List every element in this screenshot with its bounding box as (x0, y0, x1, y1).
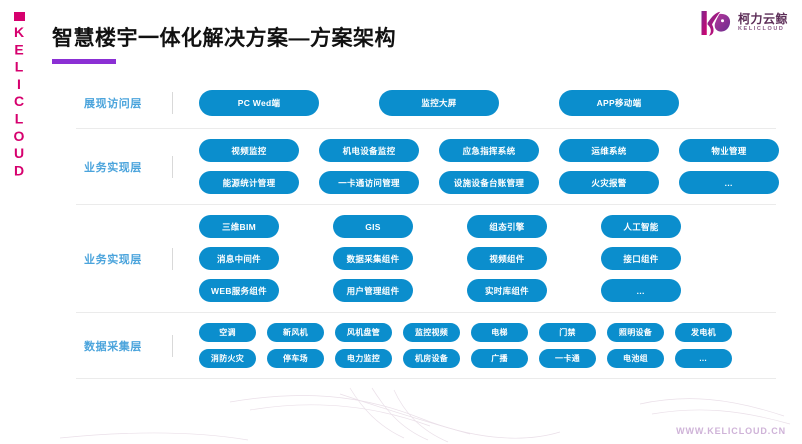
arch-node[interactable]: 设施设备台账管理 (439, 171, 539, 194)
arch-node[interactable]: 门禁 (539, 323, 596, 342)
arch-node[interactable]: 一卡通 (539, 349, 596, 368)
arch-node[interactable]: 能源统计管理 (199, 171, 299, 194)
title-underline (52, 59, 116, 64)
pill-row: 消防火灾 停车场 电力监控 机房设备 广播 一卡通 电池组 … (199, 349, 776, 368)
layer-label: 展现访问层 (84, 98, 142, 110)
arch-node-more[interactable]: … (601, 279, 681, 302)
arch-node[interactable]: 物业管理 (679, 139, 779, 162)
page-title-block: 智慧楼宇一体化解决方案—方案架构 (52, 22, 396, 64)
layer-business-b: 业务实现层 三维BIM GIS 组态引擎 人工智能 消息中间件 数据采集组件 视… (76, 205, 776, 313)
arch-node[interactable]: 广播 (471, 349, 528, 368)
arch-node[interactable]: GIS (333, 215, 413, 238)
layer-data-collection: 数据采集层 空调 新风机 风机盘管 监控视频 电梯 门禁 照明设备 发电机 消防… (76, 313, 776, 379)
arch-node[interactable]: 电力监控 (335, 349, 392, 368)
side-brand-text: KELICLOUD (11, 24, 27, 180)
pill-row: 空调 新风机 风机盘管 监控视频 电梯 门禁 照明设备 发电机 (199, 323, 776, 342)
arch-node[interactable]: 运维系统 (559, 139, 659, 162)
pill-row: 三维BIM GIS 组态引擎 人工智能 (199, 215, 776, 238)
arch-node[interactable]: 机电设备监控 (319, 139, 419, 162)
arch-node[interactable]: 火灾报警 (559, 171, 659, 194)
arch-node-more[interactable]: … (675, 349, 732, 368)
arch-node[interactable]: 机房设备 (403, 349, 460, 368)
arch-node[interactable]: 停车场 (267, 349, 324, 368)
layer-divider (172, 247, 173, 270)
layer-divider (172, 334, 173, 357)
arch-node[interactable]: 新风机 (267, 323, 324, 342)
layer-divider (172, 155, 173, 178)
arch-node[interactable]: 用户管理组件 (333, 279, 413, 302)
layer-presentation: 展现访问层 PC Wed端 监控大屏 APP移动端 (76, 78, 776, 129)
logo-name-cn: 柯力云鲸 (737, 12, 788, 27)
arch-node[interactable]: 监控大屏 (379, 90, 499, 116)
logo-name-en: KELICLOUD (737, 26, 785, 33)
arch-node-more[interactable]: … (679, 171, 779, 194)
arch-node[interactable]: 电池组 (607, 349, 664, 368)
pill-row: 能源统计管理 一卡通访问管理 设施设备台账管理 火灾报警 … (199, 171, 779, 194)
arch-node[interactable]: 数据采集组件 (333, 247, 413, 270)
keli-cloud-whale-icon (701, 11, 731, 36)
arch-node[interactable]: 空调 (199, 323, 256, 342)
side-brand-bar (13, 12, 25, 21)
arch-node[interactable]: APP移动端 (559, 90, 679, 116)
arch-node[interactable]: 三维BIM (199, 215, 279, 238)
page-title: 智慧楼宇一体化解决方案—方案架构 (52, 27, 396, 50)
arch-node[interactable]: PC Wed端 (199, 90, 319, 116)
layer-divider (172, 92, 173, 114)
layer-label: 业务实现层 (84, 253, 142, 266)
arch-node[interactable]: 电梯 (471, 323, 528, 342)
layer-label: 数据采集层 (84, 340, 142, 353)
pill-row: 消息中间件 数据采集组件 视频组件 接口组件 (199, 247, 776, 270)
arch-node[interactable]: 发电机 (675, 323, 732, 342)
arch-node[interactable]: 实时库组件 (467, 279, 547, 302)
layer-business-a: 业务实现层 视频监控 机电设备监控 应急指挥系统 运维系统 物业管理 能源统计管… (76, 129, 779, 205)
arch-node[interactable]: 人工智能 (601, 215, 681, 238)
arch-node[interactable]: 应急指挥系统 (439, 139, 539, 162)
arch-node[interactable]: 视频监控 (199, 139, 299, 162)
pill-row: 视频监控 机电设备监控 应急指挥系统 运维系统 物业管理 (199, 139, 779, 162)
arch-node[interactable]: WEB服务组件 (199, 279, 279, 302)
arch-node[interactable]: 一卡通访问管理 (319, 171, 419, 194)
arch-node[interactable]: 组态引擎 (467, 215, 547, 238)
arch-node[interactable]: 消息中间件 (199, 247, 279, 270)
pill-row: WEB服务组件 用户管理组件 实时库组件 … (199, 279, 776, 302)
pill-row: PC Wed端 监控大屏 APP移动端 (199, 78, 776, 128)
arch-node[interactable]: 监控视频 (403, 323, 460, 342)
architecture-diagram: 展现访问层 PC Wed端 监控大屏 APP移动端 业务实现层 视频监控 机电设… (76, 78, 779, 379)
arch-node[interactable]: 视频组件 (467, 247, 547, 270)
footer-website-url: WWW.KELICLOUD.CN (676, 426, 786, 436)
company-logo: 柯力云鲸 KELICLOUD (697, 8, 788, 38)
arch-node[interactable]: 照明设备 (607, 323, 664, 342)
arch-node[interactable]: 消防火灾 (199, 349, 256, 368)
layer-label: 业务实现层 (84, 161, 142, 174)
arch-node[interactable]: 风机盘管 (335, 323, 392, 342)
arch-node[interactable]: 接口组件 (601, 247, 681, 270)
side-brand: KELICLOUD (6, 12, 32, 180)
